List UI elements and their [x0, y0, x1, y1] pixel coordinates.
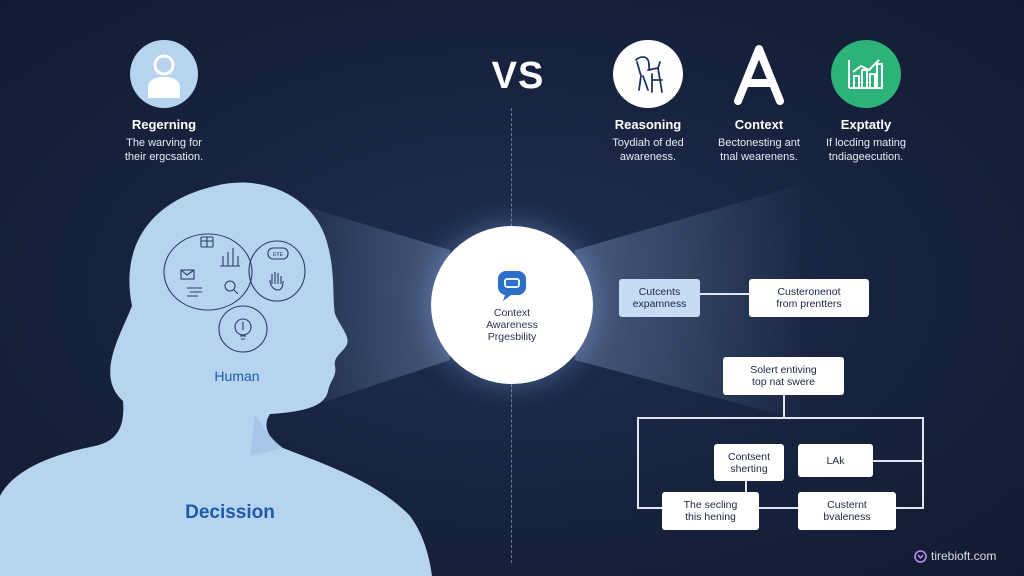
- flow-box6-line2: this hening: [685, 511, 736, 523]
- flow-box-content-expanse: Cutcents expamness: [619, 279, 700, 317]
- flow-box4-line1: Contsent: [727, 450, 771, 463]
- head-icons: EYE: [163, 233, 306, 353]
- reasoning-line1: Toydiah of ded: [612, 137, 684, 149]
- document-lines-icon: [187, 287, 202, 297]
- flow-box2-line2: from prentters: [776, 298, 842, 310]
- explicitly-icon-circle: [831, 40, 901, 108]
- flow-box1-line2: expamness: [632, 298, 687, 310]
- person-icon-circle: [130, 40, 198, 108]
- reasoning-icon-circle: [613, 40, 683, 108]
- head-silhouette: [0, 182, 432, 576]
- human-label: Human: [214, 368, 260, 384]
- center-line3: Prgesbility: [487, 331, 537, 343]
- dashboard-icon: [200, 236, 214, 248]
- flow-box7-line2: bvaleness: [823, 511, 871, 523]
- reasoning-line2: awareness.: [619, 151, 677, 163]
- frame-right-bottom: [896, 507, 924, 509]
- flow-box-solert: Solert entiving top nat swere: [723, 357, 844, 395]
- frame-right: [922, 417, 924, 509]
- reasoning-title: Reasoning: [614, 117, 682, 132]
- flow-box-custernt: Custernt bvaleness: [798, 492, 896, 530]
- flow-box7-line1: Custernt: [827, 499, 867, 511]
- flow-box6-line1: The secling: [683, 499, 738, 511]
- watermark-text: tirebioft.com: [931, 549, 997, 563]
- context-title: Context: [734, 117, 784, 132]
- lightbulb-icon: [234, 318, 252, 340]
- eye-badge-icon: [267, 247, 289, 260]
- connector-box1-box2: [700, 293, 750, 295]
- bar-chart-icon: [848, 59, 883, 89]
- decision-label: Decission: [185, 502, 275, 523]
- flow-box2-line1: Custeronenot: [777, 286, 841, 298]
- flow-box3-line2: top nat swere: [751, 376, 816, 388]
- flow-box-content-sherting: Contsent sherting: [714, 444, 784, 481]
- left-title: Regerning: [131, 117, 197, 132]
- connector-box6-box7: [759, 507, 799, 509]
- left-subtitle-line2: their ergcsation.: [124, 151, 204, 163]
- thought-bubble-left: [163, 233, 253, 311]
- person-icon: [148, 54, 180, 98]
- frame-left: [637, 417, 639, 509]
- letter-a-icon: [734, 45, 784, 105]
- center-text: Context Awareness Prgesbility: [431, 307, 593, 343]
- context-line1: Bectonesting ant: [718, 137, 800, 149]
- thought-bubble-bottom: [218, 305, 268, 353]
- context-awareness-circle: [431, 226, 593, 384]
- watermark-logo-icon: [914, 549, 927, 563]
- left-subtitle-line1: The warving for: [126, 137, 202, 149]
- thought-bubble-right: [248, 240, 306, 302]
- flow-box1-line1: Cutcents: [638, 286, 681, 298]
- frame-left-bottom: [637, 507, 663, 509]
- search-small-icon: [224, 280, 239, 295]
- connector-box4-box7: [745, 480, 747, 494]
- context-icon-area: [726, 40, 792, 108]
- connector-box3-down: [783, 395, 785, 418]
- flow-box-lak: LAk: [798, 444, 873, 477]
- frame-top: [637, 417, 924, 419]
- bar-chart-small-icon: [220, 248, 240, 267]
- connector-box5-right: [873, 460, 924, 462]
- flow-box4-line2: sherting: [730, 462, 768, 475]
- center-line2: Awareness: [486, 319, 538, 331]
- hand-icon: [269, 272, 284, 291]
- explicitly-title: Exptatly: [840, 117, 892, 132]
- chat-bubble-icon: [498, 271, 526, 301]
- explicitly-line1: If locding mating: [825, 137, 907, 149]
- flow-box5-label: LAk: [826, 454, 845, 467]
- vs-label: VS: [491, 55, 545, 97]
- walker-figure-icon: [635, 56, 663, 93]
- context-line2: tnal wearenens.: [720, 151, 798, 163]
- eye-badge-text: EYE: [273, 252, 284, 258]
- flow-box3-line1: Solert entiving: [750, 364, 817, 376]
- center-line1: Context: [493, 307, 531, 319]
- explicitly-line2: tndiageecution.: [828, 151, 904, 163]
- flow-box-customer: Custeronenot from prentters: [749, 279, 869, 317]
- flow-box-secling: The secling this hening: [662, 492, 759, 530]
- mail-icon: [180, 269, 195, 280]
- watermark: tirebioft.com: [914, 549, 1020, 563]
